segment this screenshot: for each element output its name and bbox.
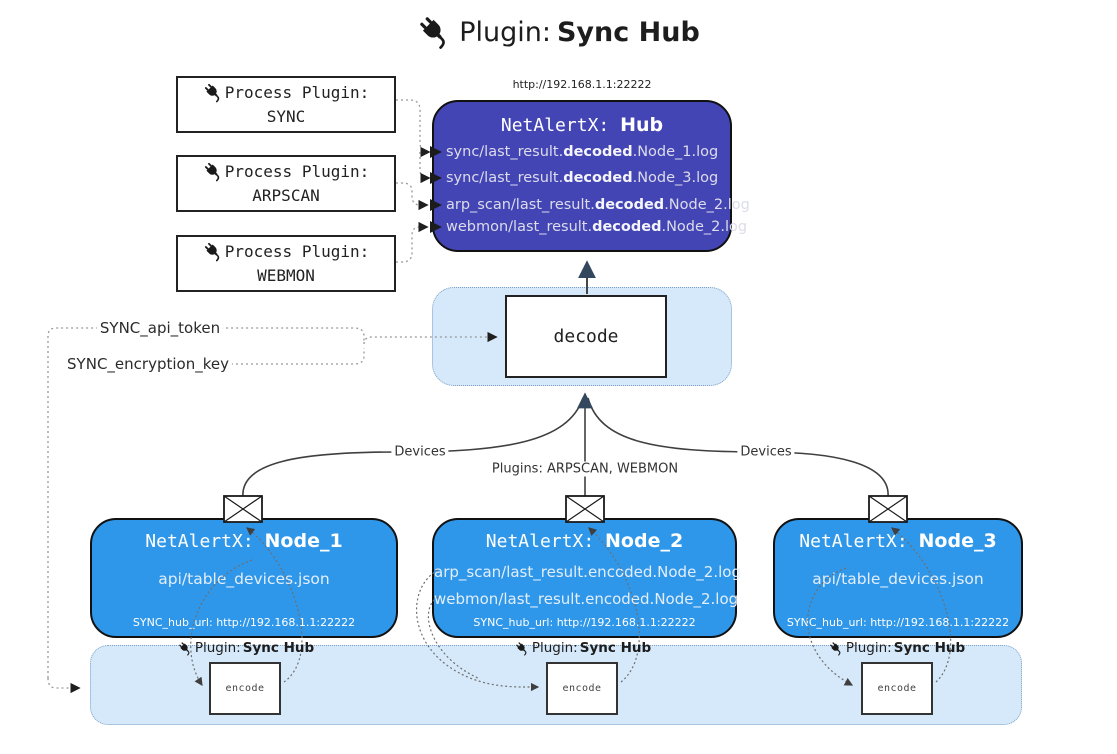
hub-log-line: webmon/last_result.decoded.Node_2.log xyxy=(446,219,748,235)
process-plugin-label: Process Plugin: xyxy=(224,242,370,262)
plug-icon xyxy=(829,641,844,656)
node3-title: NetAlertX: Node_3 xyxy=(799,530,997,552)
edge-label-plugins: Plugins: ARPSCAN, WEBMON xyxy=(488,461,682,477)
process-plugin-name: SYNC xyxy=(266,106,306,126)
sync-encryption-key-label: SYNC_encryption_key xyxy=(64,355,232,373)
hub-title-prefix: NetAlertX: xyxy=(500,115,621,136)
node2-file: webmon/last_result.encoded.Node_2.log xyxy=(434,590,739,608)
plug-icon xyxy=(417,14,453,50)
hub-title: NetAlertX: Hub xyxy=(434,114,730,136)
plug-icon xyxy=(178,641,193,656)
plug-icon xyxy=(203,82,224,103)
node2-hub-url: SYNC_hub_url: http://192.168.1.1:22222 xyxy=(473,616,696,629)
edge-label-devices-right: Devices xyxy=(737,444,795,460)
node2-file: arp_scan/last_result.encoded.Node_2.log xyxy=(434,563,741,581)
process-plugin-name: ARPSCAN xyxy=(252,185,320,205)
hub-url-label: http://192.168.1.1:22222 xyxy=(512,78,652,91)
encode1-box: encode xyxy=(209,662,281,715)
process-plugin-name: WEBMON xyxy=(257,265,315,285)
hub-log-line: sync/last_result.decoded.Node_3.log xyxy=(446,170,719,186)
edge-label-devices-left: Devices xyxy=(391,444,449,460)
encode3-plugin-label: Plugin: Sync Hub xyxy=(829,640,965,656)
process-plugin-sync-box: Process Plugin: SYNC xyxy=(176,76,396,133)
encode2-plugin-label: Plugin: Sync Hub xyxy=(515,640,651,656)
decode-label: decode xyxy=(553,326,619,347)
node1-hub-url: SYNC_hub_url: http://192.168.1.1:22222 xyxy=(132,616,356,629)
node1-file: api/table_devices.json xyxy=(158,570,330,588)
node3-box: NetAlertX: Node_3 api/table_devices.json… xyxy=(773,518,1023,638)
hub-title-bold: Hub xyxy=(620,114,664,136)
encode3-box: encode xyxy=(861,662,933,715)
process-plugin-webmon-box: Process Plugin: WEBMON xyxy=(176,235,396,292)
encode2-box: encode xyxy=(546,662,618,715)
node2-box: NetAlertX: Node_2 arp_scan/last_result.e… xyxy=(432,518,741,638)
node1-title: NetAlertX: Node_1 xyxy=(145,530,343,552)
sync-api-token-label: SYNC_api_token xyxy=(96,319,224,337)
encode1-plugin-label: Plugin: Sync Hub xyxy=(178,640,314,656)
process-plugin-label: Process Plugin: xyxy=(224,162,370,182)
plug-icon xyxy=(203,241,224,262)
node3-file: api/table_devices.json xyxy=(812,570,984,588)
page-title: Plugin: Sync Hub xyxy=(0,14,1117,50)
hub-log-line: sync/last_result.decoded.Node_1.log xyxy=(446,144,719,160)
hub-box: NetAlertX: Hub sync/last_result.decoded.… xyxy=(432,100,750,252)
node3-hub-url: SYNC_hub_url: http://192.168.1.1:22222 xyxy=(786,616,1010,629)
node1-box: NetAlertX: Node_1 api/table_devices.json… xyxy=(90,518,398,638)
plug-icon xyxy=(515,641,530,656)
page-title-bold: Sync Hub xyxy=(556,16,700,48)
process-plugin-label: Process Plugin: xyxy=(224,83,370,103)
plug-icon xyxy=(203,161,224,182)
decode-box: decode xyxy=(505,295,667,378)
process-plugin-arpscan-box: Process Plugin: ARPSCAN xyxy=(176,155,396,212)
page-title-text: Plugin: xyxy=(459,16,551,48)
hub-log-line: arp_scan/last_result.decoded.Node_2.log xyxy=(446,197,750,213)
node2-title: NetAlertX: Node_2 xyxy=(485,530,684,552)
process-plugin-connectors xyxy=(396,99,431,263)
